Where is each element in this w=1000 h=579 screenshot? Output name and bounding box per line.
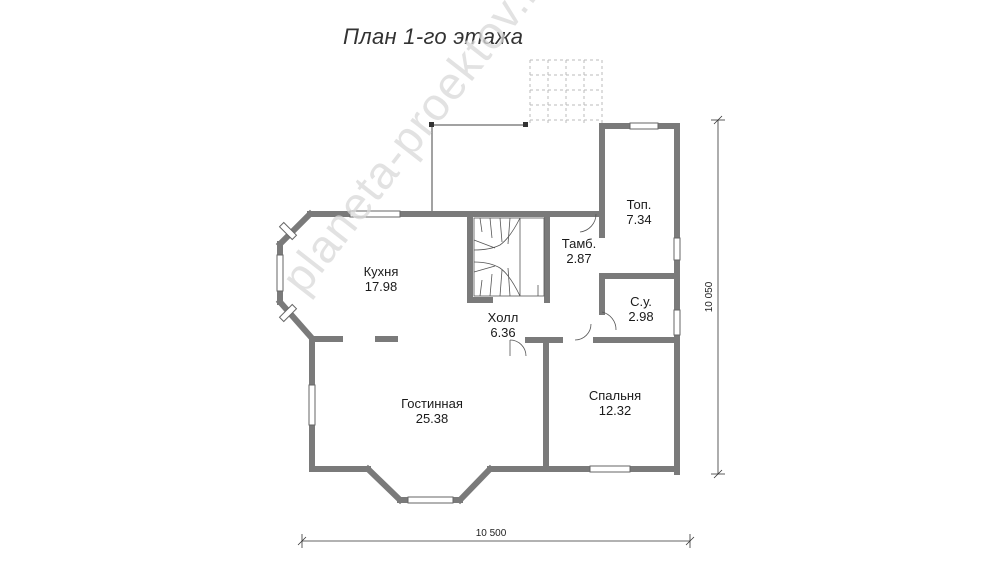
dimension-height-label: 10 050 [704, 281, 715, 312]
room-name-living: Гостинная [401, 396, 463, 411]
room-area-boiler: 7.34 [626, 212, 651, 227]
room-area-kitchen: 17.98 [365, 279, 398, 294]
room-area-bathroom: 2.98 [628, 309, 653, 324]
room-labels: Кухня 17.98 Гостинная 25.38 Холл 6.36 Та… [364, 197, 654, 426]
staircase [473, 217, 545, 297]
terrace-outline [429, 122, 528, 212]
room-name-bedroom: Спальня [589, 388, 641, 403]
plan-title: План 1-го этажа [343, 24, 524, 49]
room-area-vestibule: 2.87 [566, 251, 591, 266]
room-name-vestibule: Тамб. [562, 236, 596, 251]
room-area-living: 25.38 [416, 411, 449, 426]
porch-grid [529, 59, 603, 125]
interior-walls [309, 211, 680, 472]
room-name-boiler: Топ. [627, 197, 652, 212]
windows [276, 122, 681, 504]
room-area-bedroom: 12.32 [599, 403, 632, 418]
room-name-kitchen: Кухня [364, 264, 399, 279]
doors [509, 213, 617, 357]
room-area-hall: 6.36 [490, 325, 515, 340]
room-name-hall: Холл [488, 310, 519, 325]
dimension-width-label: 10 500 [476, 528, 507, 539]
room-name-bathroom: С.у. [630, 294, 652, 309]
dimension-width [297, 534, 695, 548]
dimension-height [711, 115, 725, 479]
